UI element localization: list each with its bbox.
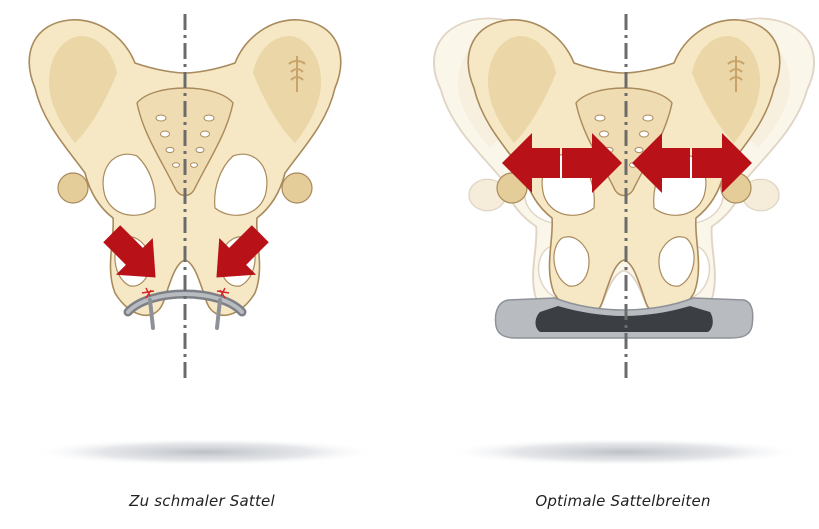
caption-narrow-saddle: Zu schmaler Sattel — [2, 492, 402, 510]
caption-optimal-saddle: Optimale Sattelbreiten — [423, 492, 819, 510]
right-shadow — [444, 438, 804, 466]
wide-saddle — [496, 298, 753, 338]
right-panel — [434, 14, 814, 466]
left-shadow — [30, 438, 380, 466]
left-panel — [29, 14, 380, 466]
